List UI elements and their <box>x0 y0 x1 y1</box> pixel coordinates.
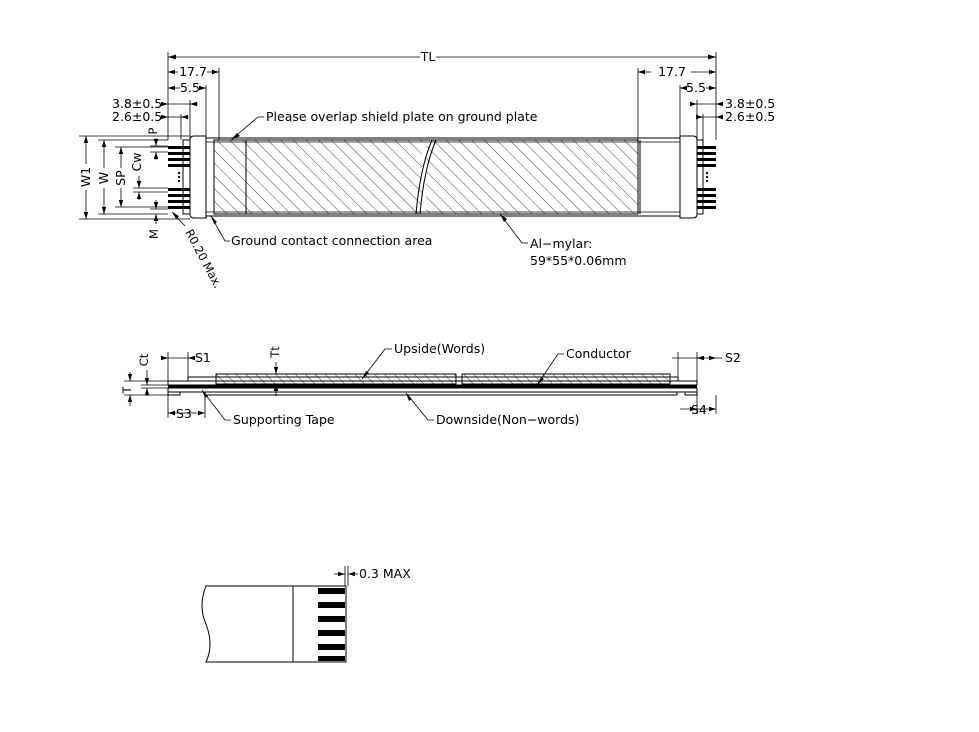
dim-3-8-left: 3.8±0.5 <box>112 96 198 111</box>
label-w: W <box>96 172 111 184</box>
side-view: S1 S2 S3 S4 <box>120 341 741 427</box>
dim-tl-label: TL <box>420 49 436 64</box>
label-ct: Ct <box>137 353 151 366</box>
leader-ground-area: Ground contact connection area <box>210 215 432 248</box>
label-p: P <box>146 127 160 134</box>
label-w1: W1 <box>78 167 93 187</box>
dim-5-5-right: 5.5 <box>680 80 716 95</box>
dim-3-8-right: 3.8±0.5 <box>690 96 775 111</box>
label-s2: S2 <box>725 350 741 365</box>
label-tt: Tt <box>268 346 282 359</box>
mylar-note-line1: Al−mylar: <box>530 236 592 251</box>
label-sp: SP <box>113 170 128 186</box>
dim-17-7-left-label: 17.7 <box>179 64 207 79</box>
dim-left-vertical: W1 W SP Cw <box>78 127 190 239</box>
upside-note: Upside(Words) <box>394 341 485 356</box>
dim-2-6-left-label: 2.6±0.5 <box>112 109 162 124</box>
dim-s3: S3 <box>167 395 206 421</box>
supporting-tape-note: Supporting Tape <box>233 412 335 427</box>
downside-note: Downside(Non−words) <box>436 412 579 427</box>
dim-5-5-right-label: 5.5 <box>686 80 706 95</box>
dim-s2: S2 <box>672 350 741 381</box>
dim-5-5-left: 5.5 <box>168 80 206 95</box>
dim-s1: S1 <box>161 350 211 382</box>
max-note: 0.3 MAX <box>359 566 411 581</box>
conductors-right <box>697 146 716 209</box>
label-t: T <box>120 386 134 395</box>
conductor-note: Conductor <box>566 346 632 361</box>
dim-5-5-left-label: 5.5 <box>180 80 200 95</box>
leader-downside: Downside(Non−words) <box>405 392 579 427</box>
label-cw: Cw <box>129 153 144 172</box>
dim-17-7-right-label: 17.7 <box>658 64 686 79</box>
dim-17-7-left: 17.7 <box>168 64 219 79</box>
radius-note: R0.20 Max. <box>182 227 225 291</box>
dim-3-8-left-label: 3.8±0.5 <box>112 96 162 111</box>
dim-3-8-right-label: 3.8±0.5 <box>725 96 775 111</box>
label-s4: S4 <box>691 402 707 417</box>
label-s3: S3 <box>176 406 192 421</box>
dim-s4: S4 <box>680 395 717 417</box>
top-view: TL 17.7 17.7 5.5 <box>78 49 775 291</box>
leader-radius: R0.20 Max. <box>171 211 225 291</box>
dim-ct: Ct <box>137 353 168 396</box>
ground-area-note: Ground contact connection area <box>231 233 432 248</box>
leader-conductor: Conductor <box>536 346 632 386</box>
leader-overlap-note: Please overlap shield plate on ground pl… <box>230 109 538 141</box>
dim-2-6-left: 2.6±0.5 <box>112 109 189 124</box>
dim-17-7-right: 17.7 <box>638 64 716 79</box>
dim-2-6-right-label: 2.6±0.5 <box>725 109 775 124</box>
dim-2-6-right: 2.6±0.5 <box>696 109 775 124</box>
overlap-note: Please overlap shield plate on ground pl… <box>266 109 538 124</box>
leader-mylar: Al−mylar: 59*55*0.06mm <box>499 213 627 268</box>
label-m: M <box>147 229 161 239</box>
dim-t: T <box>120 372 168 406</box>
dim-tt: Tt <box>268 346 282 396</box>
label-s1: S1 <box>195 350 211 365</box>
detail-view: 0.3 MAX <box>201 566 411 663</box>
leader-upside: Upside(Words) <box>361 341 485 380</box>
dim-tl: TL <box>168 49 716 64</box>
mylar-note-line2: 59*55*0.06mm <box>530 253 627 268</box>
leader-supporting-tape: Supporting Tape <box>201 389 335 427</box>
shield-plate <box>213 139 641 215</box>
conductors-left <box>168 146 190 209</box>
